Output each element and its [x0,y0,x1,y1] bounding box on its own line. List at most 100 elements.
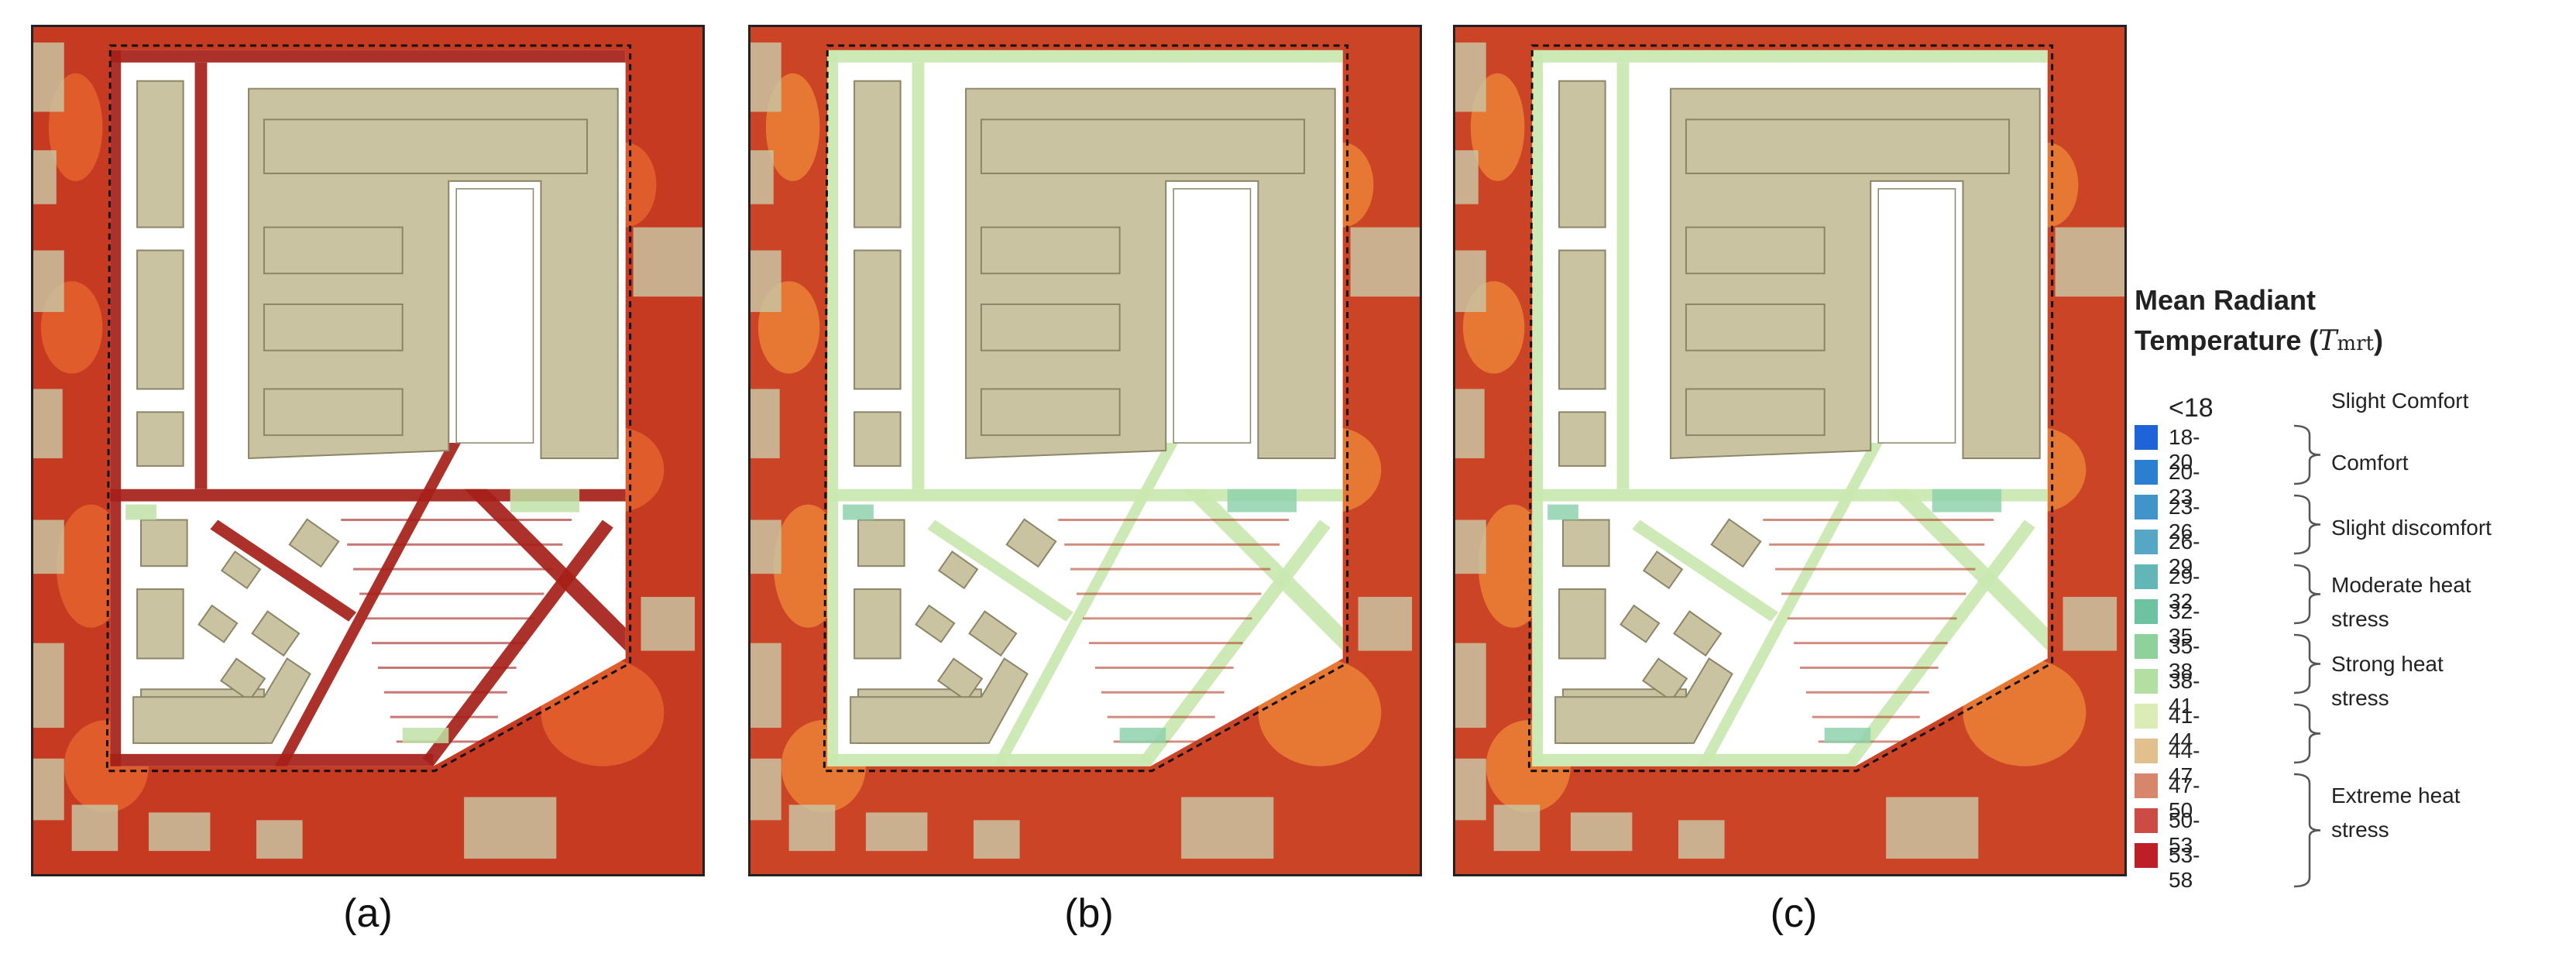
roof-outline [263,226,404,275]
caption-c: (c) [1770,891,1818,936]
context-building [1455,519,1486,574]
legend-label: 38-41 [2169,669,2200,718]
legend-label: 29-32 [2169,564,2200,613]
main-building [248,87,619,459]
legend-label: 47-50 [2169,773,2200,822]
context-building [1455,389,1485,458]
context-building [750,150,774,204]
context-building [1570,812,1633,852]
caption-b: (b) [1064,891,1114,936]
building [854,588,902,660]
cool-patch [1547,504,1578,520]
context-building [1455,150,1479,204]
cool-patch [843,504,874,520]
building [915,604,956,643]
brace [2293,703,2321,764]
context-building [33,519,64,574]
building [1619,604,1661,643]
cool-patch [125,504,156,520]
legend-swatch [2135,808,2158,833]
context-building [1886,797,1979,859]
building [1641,657,1688,702]
building [854,411,902,467]
building [1005,518,1057,568]
building [857,519,905,567]
legend-label: 50-53 [2169,808,2200,857]
street [1696,443,1884,766]
building [1642,550,1684,590]
street [110,753,434,766]
category-slight-discomfort: Slight discomfort [2331,516,2492,540]
legend-label: 44-47 [2169,739,2200,787]
legend-swatch [2135,564,2158,589]
street [827,50,839,766]
building [850,657,1029,744]
building [1558,249,1606,390]
building [1558,588,1606,660]
context-building [464,797,557,859]
legend-swatch [2135,704,2158,729]
context-building [1455,42,1486,112]
roof-outline [1685,388,1826,437]
brace [2293,633,2321,694]
heat-patch [56,504,126,628]
legend-swatch [2135,460,2158,485]
context-building [33,643,64,729]
context-building [750,250,781,312]
legend-label: 41-44 [2169,704,2200,753]
legend-swatch [2135,773,2158,798]
legend-label: 35-38 [2169,634,2200,683]
cool-patch [1824,728,1871,743]
context-building [1493,804,1540,852]
map-a [33,27,702,874]
building [936,657,984,702]
street [1532,50,2048,63]
caption-a: (a) [343,891,393,936]
context-building [256,820,303,859]
courtyard [1877,188,1956,444]
legend-swatch [2135,599,2158,624]
context-building [148,812,211,852]
context-building [1455,758,1486,821]
context-building [750,42,781,112]
context-building [633,227,702,297]
legend-braces [2293,424,2321,888]
building [1710,518,1762,568]
map-panel-b [748,25,1422,876]
context-building [1358,596,1413,651]
legend-title-line1: Mean Radiant [2135,284,2317,316]
map-b [750,27,1420,874]
brace [2293,773,2321,888]
courtyard [455,188,534,444]
building [1673,610,1722,657]
context-building [974,820,1020,859]
brace [2293,424,2321,485]
building [251,610,301,657]
building [136,249,184,390]
roof-outline [263,388,404,437]
building [1562,519,1610,567]
roof-outline [263,303,404,351]
context-building [33,250,64,312]
street [912,62,925,489]
cool-patch [1227,489,1297,513]
legend-label: 32-35 [2169,599,2200,648]
context-building [33,389,63,458]
heat-patch [1478,504,1548,628]
building [968,610,1018,657]
context-building [750,519,781,574]
street [827,753,1151,766]
context-building [1350,227,1420,297]
cool-patch [1119,728,1166,743]
cool-patch [1932,489,2002,513]
legend-first-label: <18 [2169,393,2214,423]
street [1632,519,1779,622]
context-building [33,758,64,821]
site-boundary [823,44,1349,773]
heat-patch [773,504,843,628]
context-building [750,758,781,821]
legend-label: 26-29 [2169,530,2200,578]
context-building [71,804,118,852]
